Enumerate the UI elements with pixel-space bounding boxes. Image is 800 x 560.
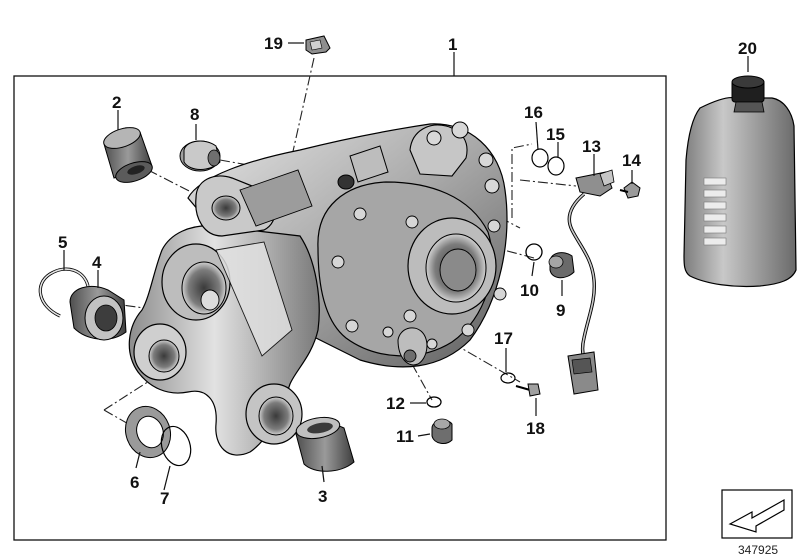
part-9-plug: [548, 252, 575, 279]
label-7: 7: [160, 489, 169, 508]
part-15-o-ring: [547, 156, 565, 176]
part-11-drain-plug: [431, 418, 453, 444]
part-7-o-ring: [160, 425, 192, 467]
label-9: 9: [556, 301, 565, 320]
part-17-seal-ring: [500, 372, 516, 384]
reference-box: [721, 489, 793, 539]
leader-lines: [63, 42, 749, 491]
part-8-rubber-bushing: [179, 140, 221, 172]
label-13: 13: [582, 137, 601, 156]
label-8: 8: [190, 105, 199, 124]
part-13-sensor: [567, 169, 615, 395]
part-4-bearing: [69, 286, 127, 341]
label-11: 11: [396, 427, 414, 446]
label-5: 5: [58, 233, 67, 252]
part-14-screw: [619, 181, 641, 199]
part-5-snap-ring: [38, 267, 90, 318]
label-14: 14: [622, 151, 641, 170]
label-10: 10: [520, 281, 539, 300]
part-20-oil-bottle: [683, 75, 797, 288]
label-15: 15: [546, 125, 565, 144]
part-10-seal-ring: [525, 243, 543, 261]
assembly-frame: [13, 75, 667, 541]
reference-number: 347925: [738, 543, 778, 557]
label-18: 18: [526, 419, 545, 438]
part-18-screw: [515, 383, 541, 397]
part-labels: 1 19 2 8 5 4 6 7 3 16 15 13 14 10 9 17 1…: [58, 34, 757, 508]
label-17: 17: [494, 329, 513, 348]
label-16: 16: [524, 103, 543, 122]
part-12-seal-ring: [426, 396, 442, 408]
part-19-vent-cap: [305, 35, 331, 55]
label-2: 2: [112, 93, 121, 112]
label-6: 6: [130, 473, 139, 492]
final-drive-housing: [128, 121, 508, 456]
part-16-o-ring: [531, 148, 549, 168]
part-6-seal-ring: [124, 405, 172, 459]
part-3-needle-bearing: [295, 416, 355, 472]
label-20: 20: [738, 39, 757, 58]
label-1: 1: [448, 35, 457, 54]
label-19: 19: [264, 34, 283, 53]
label-12: 12: [386, 394, 405, 413]
label-3: 3: [318, 487, 327, 506]
label-4: 4: [92, 253, 102, 272]
part-2-bushing: [103, 127, 153, 183]
